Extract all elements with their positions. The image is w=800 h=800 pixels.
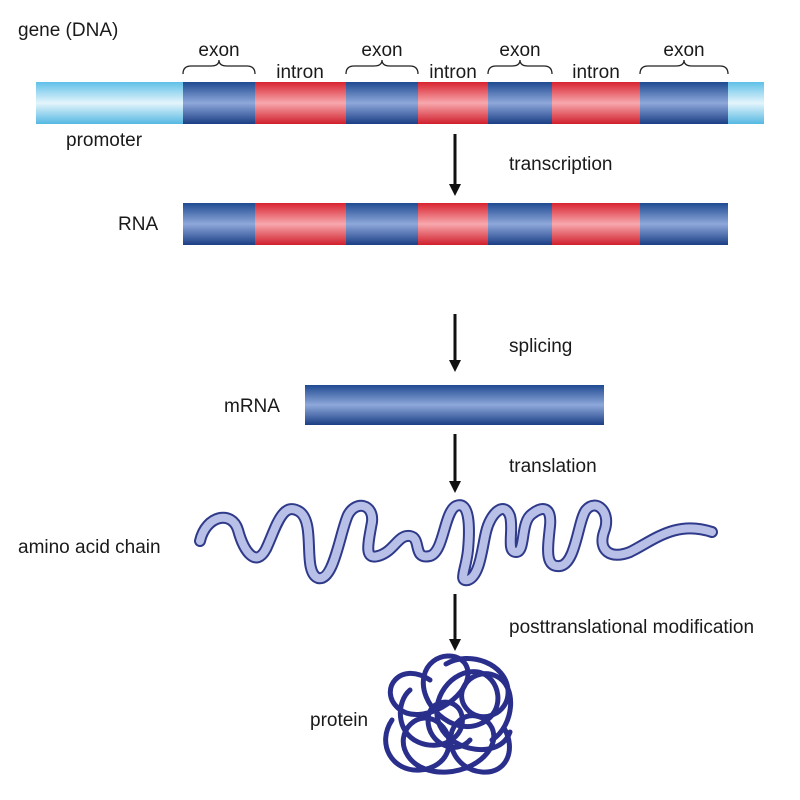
mrna-label: mRNA — [224, 396, 280, 417]
rna-exon-1 — [183, 203, 255, 245]
exon-label-1: exon — [198, 40, 239, 61]
promoter-label: promoter — [66, 130, 143, 151]
dna-intron-1 — [255, 82, 346, 124]
intron-label-3: intron — [572, 62, 620, 83]
intron-label-2: intron — [429, 62, 477, 83]
posttranslational-label: posttranslational modification — [509, 617, 754, 638]
gene-label: gene (DNA) — [18, 20, 118, 41]
rna-bar — [183, 203, 728, 245]
dna-exon-4 — [640, 82, 728, 124]
rna-intron-2 — [418, 203, 488, 245]
dna-bar — [36, 82, 764, 124]
exon-label-2: exon — [361, 40, 402, 61]
protein-tangle — [383, 653, 513, 775]
dna-intron-3 — [552, 82, 640, 124]
transcription-label: transcription — [509, 154, 613, 175]
dna-exon-2 — [346, 82, 418, 124]
exon-label-4: exon — [663, 40, 704, 61]
exon-brace-4 — [639, 59, 729, 75]
dna-exon-1 — [183, 82, 255, 124]
promoter-segment — [36, 82, 183, 124]
translation-label: translation — [509, 456, 597, 477]
dna-exon-3 — [488, 82, 552, 124]
splicing-label: splicing — [509, 336, 572, 357]
exon-brace-3 — [487, 59, 553, 75]
rna-exon-3 — [488, 203, 552, 245]
rna-exon-4 — [640, 203, 728, 245]
rna-intron-3 — [552, 203, 640, 245]
rna-intron-1 — [255, 203, 346, 245]
intron-label-1: intron — [276, 62, 324, 83]
dna-intron-2 — [418, 82, 488, 124]
protein-label: protein — [310, 710, 368, 731]
exon-label-3: exon — [499, 40, 540, 61]
rna-exon-2 — [346, 203, 418, 245]
exon-brace-1 — [182, 59, 256, 75]
exon-brace-2 — [345, 59, 419, 75]
dna-tail-segment — [728, 82, 764, 124]
amino-acid-label: amino acid chain — [18, 537, 161, 558]
amino-acid-chain — [194, 499, 718, 587]
rna-label: RNA — [118, 214, 158, 235]
mrna-bar — [305, 385, 604, 425]
